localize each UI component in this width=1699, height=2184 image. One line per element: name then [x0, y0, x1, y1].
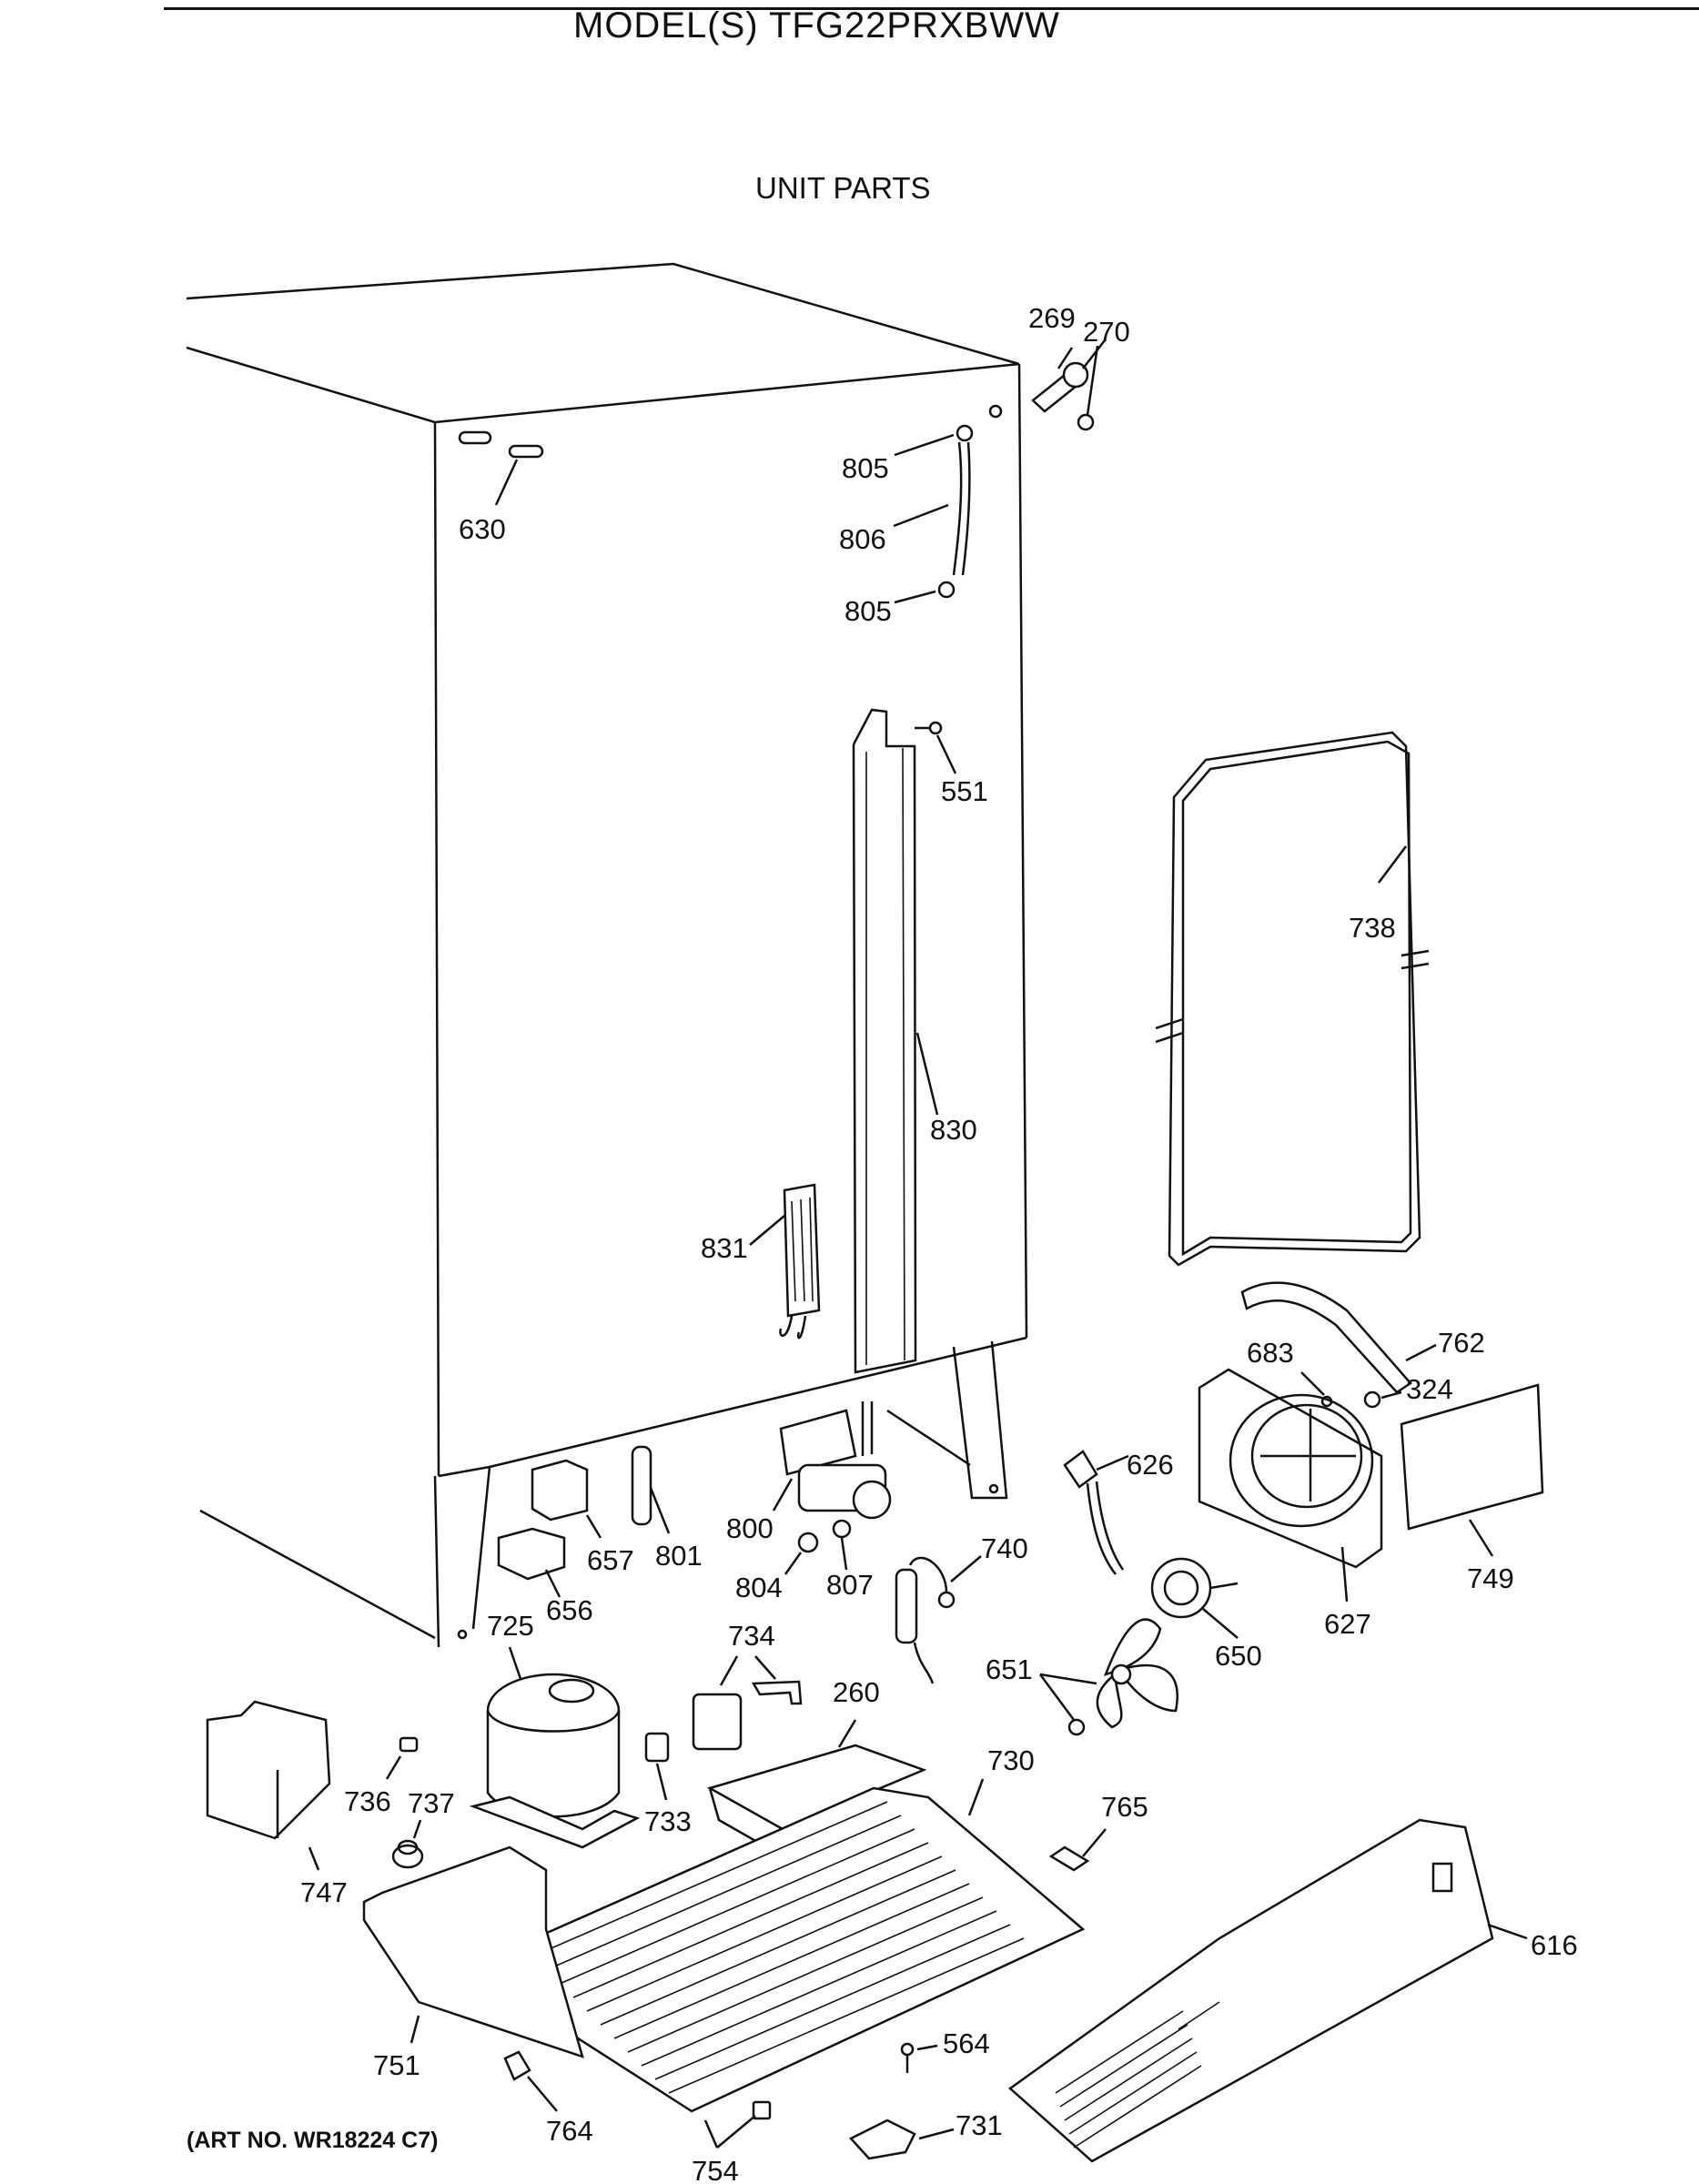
callout-734: 734 [728, 1620, 775, 1652]
callout-800: 800 [726, 1512, 774, 1544]
nut-807: 807 [826, 1519, 874, 1601]
callout-725: 725 [487, 1610, 534, 1642]
section-title: UNIT PARTS [755, 171, 931, 205]
heater-strip-831: 831 [701, 1183, 821, 1340]
bracket-656: 656 [497, 1527, 593, 1626]
callout-736: 736 [344, 1785, 391, 1817]
channel-part-830: 830 551 [852, 708, 988, 1374]
callout-324: 324 [1406, 1373, 1453, 1405]
callout-805-top: 805 [842, 452, 889, 484]
power-cord-626: 626 [1063, 1449, 1174, 1575]
callout-270: 270 [1083, 316, 1130, 348]
callout-626: 626 [1127, 1449, 1174, 1481]
nut-804: 804 [735, 1532, 819, 1603]
callout-749: 749 [1467, 1562, 1514, 1594]
defrost-thermostat-740: 740 [895, 1532, 1028, 1684]
callout-737: 737 [408, 1787, 455, 1819]
callout-651: 651 [986, 1653, 1033, 1685]
screw-564: 564 [900, 2027, 990, 2073]
callout-731: 731 [956, 2109, 1003, 2141]
callout-807: 807 [826, 1569, 874, 1601]
art-number: (ART NO. WR18224 C7) [187, 2128, 439, 2153]
callout-616: 616 [1531, 1929, 1578, 1961]
callout-733: 733 [644, 1805, 692, 1837]
callout-269: 269 [1028, 302, 1076, 334]
callout-260: 260 [833, 1676, 880, 1708]
callout-657: 657 [587, 1544, 634, 1576]
callout-765: 765 [1101, 1791, 1148, 1823]
capacitor-733: 733 [644, 1732, 692, 1837]
callout-730: 730 [987, 1744, 1035, 1776]
callout-747: 747 [300, 1876, 348, 1908]
header-rule [164, 7, 1699, 10]
callout-754: 754 [692, 2155, 739, 2184]
grille-616: 616 [1008, 1818, 1578, 2163]
callout-738: 738 [1349, 912, 1396, 944]
fan-shroud-627: 627 [1198, 1368, 1383, 1640]
bracket-731: 731 [848, 2109, 1003, 2160]
callout-764: 764 [546, 2115, 593, 2147]
callout-683: 683 [1247, 1337, 1294, 1369]
clip-764: 764 [503, 2050, 593, 2147]
callout-751: 751 [373, 2049, 420, 2081]
plug-part-630: 630 [458, 430, 544, 545]
drain-pan-260: 260 [706, 1676, 927, 1859]
callout-630: 630 [459, 513, 506, 545]
gasket-part-738: 738 [1155, 731, 1430, 1267]
cover-plate-749: 749 [1400, 1383, 1544, 1594]
callout-650: 650 [1215, 1640, 1262, 1672]
base-pan-751: 751 [362, 1845, 584, 2081]
callout-831: 831 [701, 1232, 748, 1264]
water-tube-assembly-806: 805 806 805 [839, 424, 974, 627]
clip-765: 765 [1048, 1791, 1148, 1872]
callout-830: 830 [930, 1114, 977, 1146]
condenser-730: 730 [512, 1744, 1086, 2113]
relay-734: 734 [692, 1620, 803, 1751]
cover-747: 747 [206, 1700, 348, 1908]
callout-656: 656 [546, 1594, 593, 1626]
callout-551: 551 [941, 775, 988, 807]
fan-motor-650: 650 [1150, 1557, 1262, 1672]
callout-806: 806 [839, 523, 886, 555]
clip-754: 754 [692, 2100, 772, 2184]
tube-801: 801 [631, 1445, 703, 1572]
callout-801: 801 [655, 1540, 703, 1572]
screw-683: 683 324 [1247, 1337, 1453, 1409]
water-valve-knob-269: 269 270 [1028, 302, 1130, 431]
callout-627: 627 [1324, 1608, 1371, 1640]
grommet-737: 737 [391, 1787, 455, 1869]
model-title: MODEL(S) TFG22PRXBWW [573, 5, 1060, 46]
bracket-657: 657 [531, 1459, 634, 1576]
callout-804: 804 [735, 1572, 783, 1603]
callout-805-bottom: 805 [844, 595, 892, 627]
fan-blade-651: 651 [986, 1618, 1178, 1736]
water-valve-800: 800 [726, 1401, 892, 1544]
seal-strip-762: 762 [1240, 1281, 1485, 1394]
refrigerator-cabinet [186, 262, 1028, 1648]
callout-740: 740 [981, 1532, 1028, 1564]
callout-762: 762 [1438, 1327, 1485, 1359]
clip-736: 736 [344, 1736, 419, 1817]
callout-564: 564 [943, 2027, 990, 2059]
compressor-725: 725 [469, 1610, 641, 1849]
